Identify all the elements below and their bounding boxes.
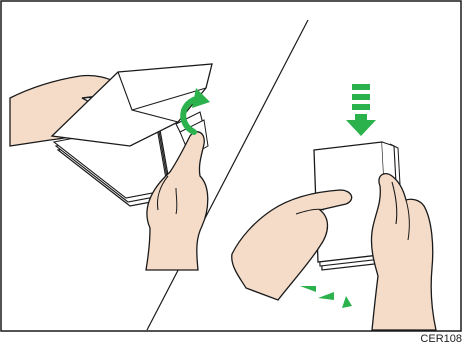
figure-code-label: CER108 [420,333,462,345]
